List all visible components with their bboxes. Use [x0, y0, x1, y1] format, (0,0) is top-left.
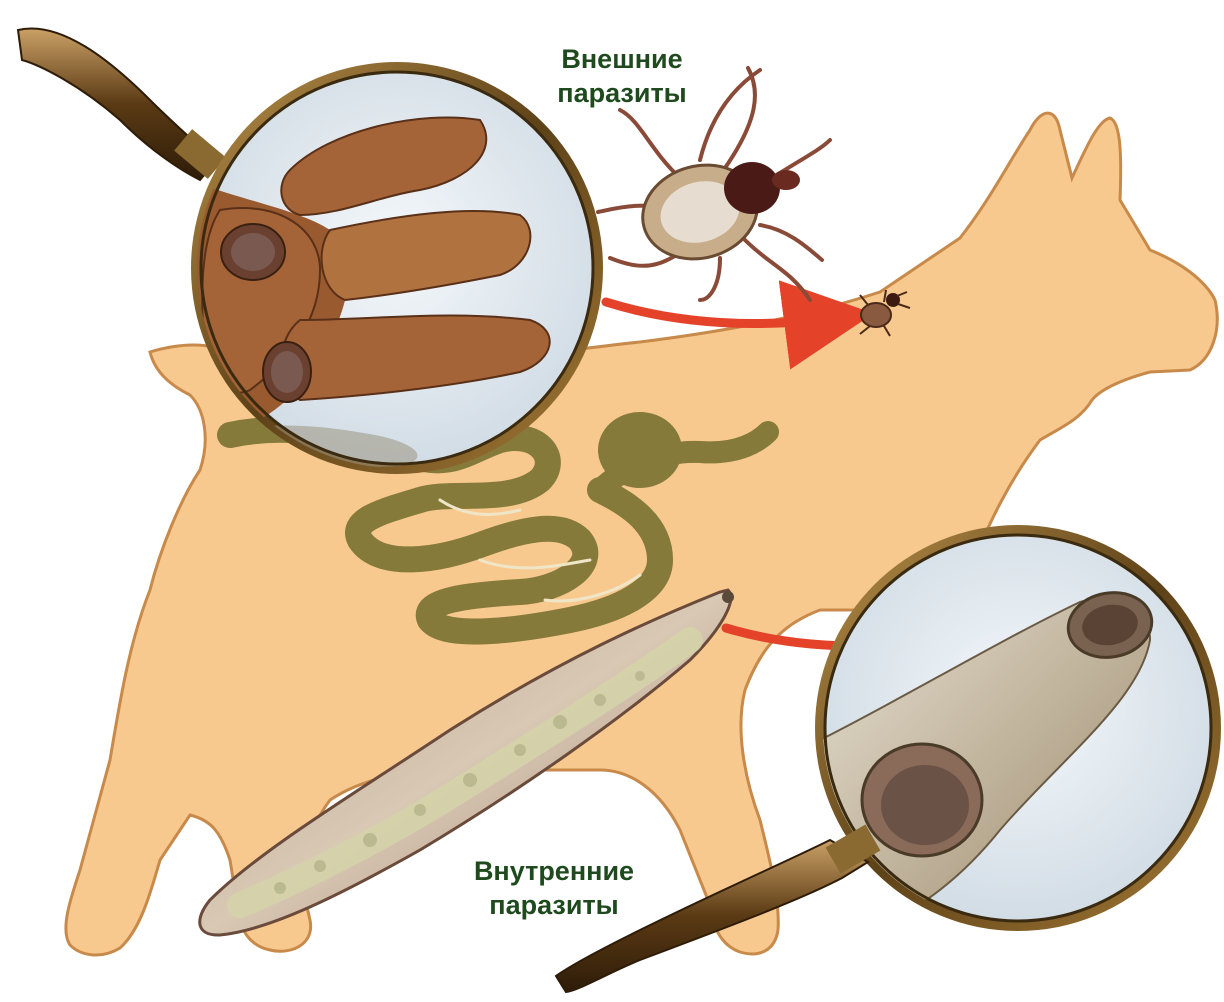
internal-parasites-label: Внутренние паразиты [444, 854, 664, 922]
tick-body [632, 153, 800, 272]
external-parasites-label: Внешние паразиты [522, 42, 722, 110]
external-label-line1: Внешние [522, 42, 722, 76]
magnifying-glass-icon [18, 28, 603, 474]
internal-label-line2: паразиты [444, 888, 664, 922]
external-label-line2: паразиты [522, 76, 722, 110]
internal-label-line1: Внутренние [444, 854, 664, 888]
